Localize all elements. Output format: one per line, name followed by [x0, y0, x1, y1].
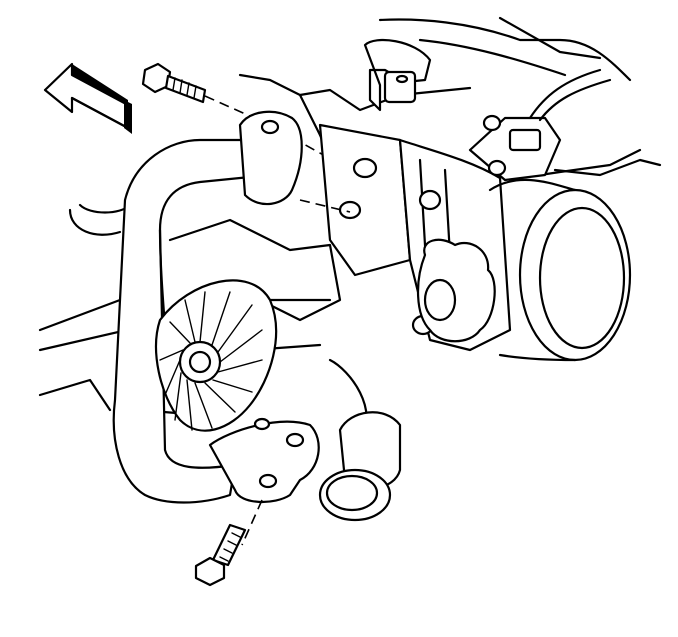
lower-bracket-flange: [208, 417, 320, 504]
mounting-plate: [318, 123, 412, 277]
pulley-spokes: [159, 291, 263, 431]
throttle-bore: [488, 178, 632, 362]
sensor-connector: [363, 38, 612, 182]
mount-alignment-line: [299, 199, 351, 213]
lower-bolt-alignment-line: [241, 499, 263, 546]
actuator-housing: [417, 238, 496, 343]
lower-bolt: [194, 523, 247, 587]
upper-bolt: [141, 62, 207, 104]
pulley-disk: [154, 279, 278, 432]
hose-fitting: [318, 411, 402, 522]
upper-bracket-flange: [238, 110, 303, 206]
front-direction-arrow: [43, 62, 132, 134]
